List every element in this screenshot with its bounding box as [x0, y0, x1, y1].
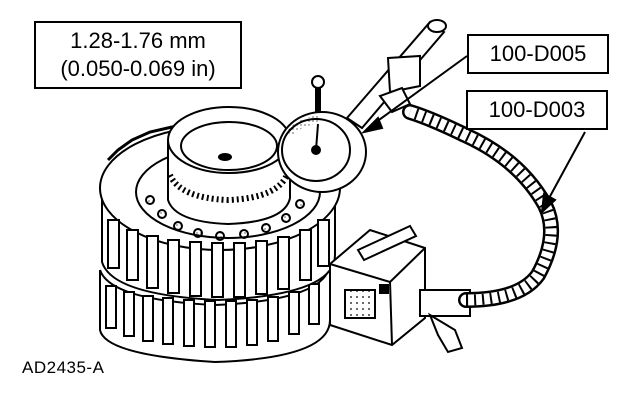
clearance-spec-metric: 1.28-1.76 mm	[70, 28, 206, 53]
leader-arrows	[360, 55, 586, 215]
figure-id: AD2435-A	[22, 358, 105, 377]
drum-holes	[145, 195, 305, 241]
tool-callout-holding-fixture: 100-D003	[466, 90, 608, 130]
clearance-spec-imperial: (0.050-0.069 in)	[60, 56, 216, 81]
magnetic-base	[329, 224, 471, 354]
upper-drum-splines	[107, 219, 330, 298]
dial-indicator	[277, 75, 367, 193]
lower-drum-splines	[105, 283, 320, 348]
flexible-arm	[402, 104, 560, 308]
tool-callout-dial-indicator: 100-D005	[467, 34, 609, 74]
clutch-drum-assembly	[99, 106, 341, 364]
fixture-rod	[345, 19, 447, 130]
clearance-spec-callout: 1.28-1.76 mm (0.050-0.069 in)	[34, 21, 242, 89]
